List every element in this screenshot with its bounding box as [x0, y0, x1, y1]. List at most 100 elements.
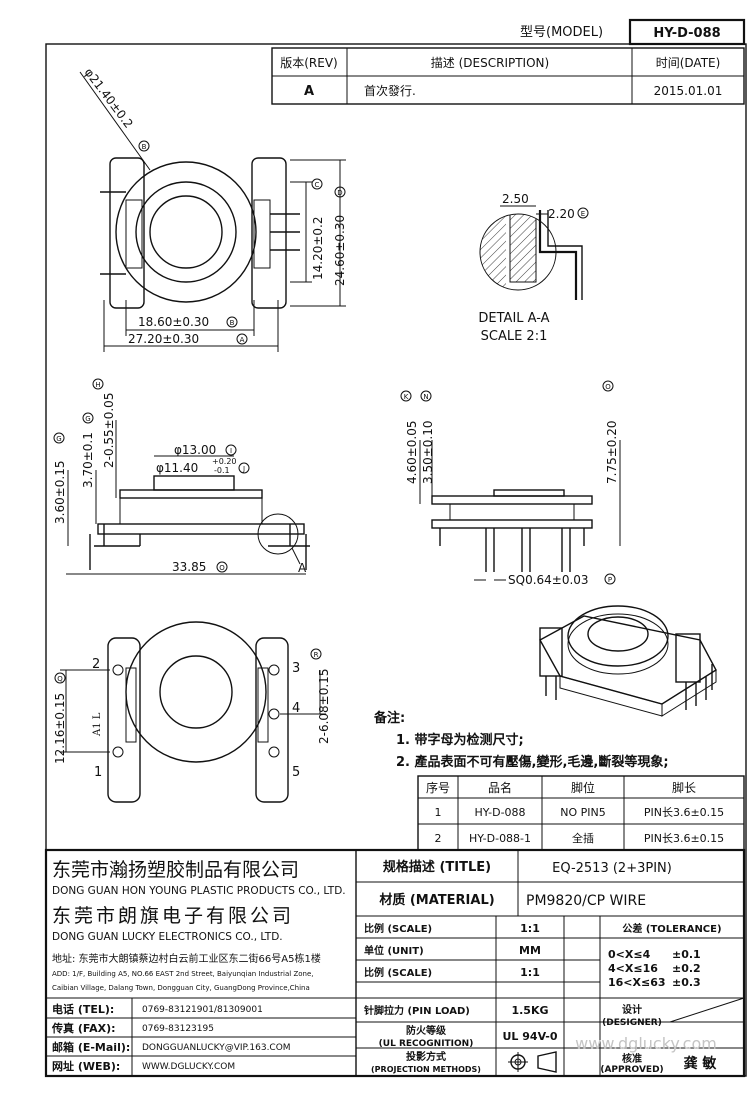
proj-label-en: (PROJECTION METHODS) [371, 1065, 481, 1074]
detail-view: 2.50 2.20 E DETAIL A-A SCALE 2:1 [478, 192, 589, 344]
svg-text:D: D [337, 189, 342, 197]
svg-text:Q: Q [57, 675, 63, 683]
svg-text:E: E [581, 210, 585, 218]
date-label: 时间(DATE) [656, 56, 721, 70]
unit-value: MM [519, 944, 541, 957]
pin-5: 5 [292, 765, 300, 780]
web-label: 网址 (WEB): [52, 1059, 120, 1073]
address-en1: ADD: 1/F, Building A5, NO.66 EAST 2nd St… [52, 970, 314, 978]
tol-range-2: 4<X≤16 [608, 962, 658, 975]
detail-callout: A [298, 561, 307, 575]
ul-label-en: (UL RECOGNITION) [379, 1039, 474, 1049]
company1-en: DONG GUAN HON YOUNG PLASTIC PRODUCTS CO.… [52, 885, 346, 897]
company2-cn: 东莞市朗旗电子有限公司 [52, 905, 294, 927]
projection-symbol-icon [508, 1051, 557, 1073]
pin-3: 3 [292, 661, 300, 676]
table-cell: 1 [435, 806, 442, 819]
pin-load-value: 1.5KG [511, 1004, 548, 1017]
web-value: WWW.DGLUCKY.COM [142, 1062, 235, 1072]
address-en2: Caibian Village, Dalang Town, Dongguan C… [52, 984, 310, 992]
svg-text:O: O [605, 383, 611, 391]
designer-label-en: (DESIGNER) [602, 1018, 662, 1028]
fax-value: 0769-83123195 [142, 1024, 214, 1034]
scale2-value: 1:1 [520, 966, 540, 979]
bottom-view: 1 2 3 4 5 A1 L 12.16±0.15 Q 2-6.08±0.15 … [53, 621, 331, 803]
mail-label: 邮箱 (E-Mail): [52, 1040, 130, 1054]
dim-1140: φ11.40 [156, 461, 198, 475]
dim-460: 4.60±0.05 [405, 421, 419, 485]
table-header-pins: 脚位 [571, 780, 595, 795]
svg-text:C: C [315, 181, 320, 189]
company1-cn: 东莞市瀚扬塑胶制品有限公司 [52, 859, 299, 881]
pin-load-label: 针脚拉力 (PIN LOAD) [364, 1004, 470, 1017]
detail-scale: SCALE 2:1 [481, 329, 548, 344]
svg-text:B: B [142, 143, 147, 151]
tol-value-3: ±0.3 [672, 976, 701, 989]
notes-line2: 2. 產品表面不可有壓傷,變形,毛邊,斷裂等現象; [396, 754, 669, 770]
svg-text:G: G [85, 415, 90, 423]
pin-1: 1 [94, 765, 102, 780]
dim-360: 3.60±0.15 [53, 461, 67, 525]
unit-label: 单位 (UNIT) [364, 944, 424, 957]
detail-dim-220: 2.20 [548, 207, 575, 221]
svg-text:H: H [95, 381, 100, 389]
tol-range-3: 16<X≤63 [608, 976, 666, 989]
detail-dim-250: 2.50 [502, 192, 529, 206]
pin-2: 2 [92, 657, 100, 672]
notes: 备注: 1. 带字母为检测尺寸; 2. 產品表面不可有壓傷,變形,毛邊,斷裂等現… [373, 710, 669, 770]
desc-label: 描述 (DESCRIPTION) [431, 56, 549, 70]
ul-label-cn: 防火等级 [406, 1024, 447, 1037]
svg-text:-0.1: -0.1 [214, 466, 230, 475]
notes-line1: 1. 带字母为检测尺寸; [396, 732, 524, 748]
dim-13: φ13.00 [174, 443, 216, 457]
tel-value: 0769-83121901/81309001 [142, 1005, 263, 1015]
fax-label: 传真 (FAX): [51, 1021, 116, 1035]
dim-775: 7.75±0.20 [605, 421, 619, 485]
table-header-length: 脚长 [672, 780, 696, 795]
svg-text:K: K [404, 393, 409, 401]
table-cell: 2 [435, 832, 442, 845]
company2-en: DONG GUAN LUCKY ELECTRONICS CO., LTD. [52, 931, 283, 943]
table-cell: HY-D-088-1 [469, 832, 531, 845]
tel-label: 电话 (TEL): [52, 1002, 114, 1016]
tol-range-1: 0<X≤4 [608, 948, 651, 961]
dim-3385: 33.85 [172, 560, 206, 574]
part-marking: A1 L [92, 712, 103, 737]
svg-text:N: N [423, 393, 428, 401]
notes-heading: 备注: [373, 710, 405, 726]
tol-value-1: ±0.1 [672, 948, 701, 961]
spec-title-label: 规格描述 (TITLE) [383, 859, 491, 875]
svg-text:O: O [219, 564, 225, 572]
table-cell: PIN长3.6±0.15 [644, 832, 724, 845]
header-block: 型号(MODEL) HY-D-088 版本(REV) 描述 (DESCRIPTI… [271, 18, 746, 105]
dim-608: 2-6.08±0.15 [317, 669, 331, 744]
approved-label-en: (APPROVED) [600, 1065, 663, 1075]
table-cell: 全插 [572, 831, 594, 845]
front-view: 4.60±0.05 K 3.50±0.10 N 7.75±0.20 O SQ0.… [400, 380, 621, 587]
material-label: 材质 (MATERIAL) [379, 892, 494, 908]
table-header-name: 品名 [488, 780, 512, 795]
dim-255: 2-0.55±0.05 [102, 393, 116, 468]
approved-label-cn: 核准 [622, 1052, 642, 1065]
svg-text:B: B [230, 319, 235, 327]
pin-table: 序号 品名 脚位 脚长 1 HY-D-088 NO PIN5 PIN长3.6±0… [417, 775, 745, 851]
date-value: 2015.01.01 [654, 84, 723, 98]
dim-diameter: φ21.40±0.2 [82, 65, 136, 130]
svg-text:A: A [240, 336, 245, 344]
tol-value-2: ±0.2 [672, 962, 701, 975]
scale-value: 1:1 [520, 922, 540, 935]
address-cn: 地址: 东莞市大朗镇蔡边村白云前工业区东二街66号A5栋1楼 [52, 952, 321, 965]
table-cell: HY-D-088 [474, 806, 525, 819]
dim-1216: 12.16±0.15 [53, 693, 67, 764]
mail-value: DONGGUANLUCKY@VIP.163.COM [142, 1043, 291, 1053]
rev-value: A [304, 84, 314, 99]
top-view: φ21.40±0.2 B 14.20±0.2 24.60±0.30 C D 18… [79, 65, 347, 352]
spec-title-value: EQ-2513 (2+3PIN) [552, 861, 672, 876]
svg-text:G: G [56, 435, 61, 443]
title-block: 东莞市瀚扬塑胶制品有限公司 DONG GUAN HON YOUNG PLASTI… [44, 848, 746, 1078]
detail-title: DETAIL A-A [478, 311, 549, 326]
model-value: HY-D-088 [653, 26, 720, 41]
tolerance-label: 公差 (TOLERANCE) [622, 922, 721, 935]
pin-4: 4 [292, 701, 300, 716]
svg-text:J: J [242, 465, 245, 473]
